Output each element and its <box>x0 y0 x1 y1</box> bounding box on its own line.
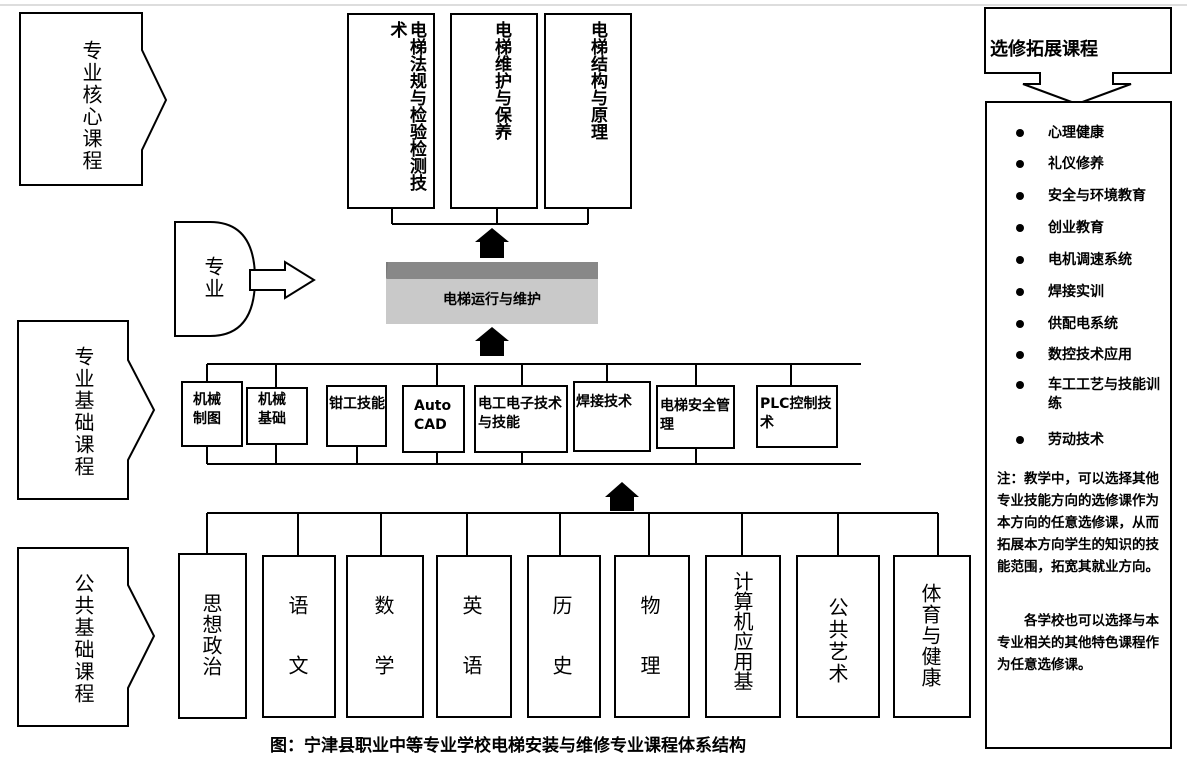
foundation-course-label: 机械基础 <box>258 392 286 427</box>
public-arrow-shape <box>17 547 156 727</box>
public-course-box: 英语 <box>436 555 512 718</box>
bullet-icon <box>1016 129 1024 137</box>
foundation-course-box: 焊接技术 <box>573 381 651 452</box>
bullet-icon <box>1016 436 1024 444</box>
elective-item: 焊接实训 <box>1016 281 1104 301</box>
public-course-label: 公共艺术 <box>825 597 849 685</box>
foundation-course-label: Auto CAD <box>414 398 452 433</box>
foundation-course-box: 钳工技能 <box>326 385 387 447</box>
foundation-course-label: 电工电子技术与技能 <box>478 396 562 431</box>
bullet-icon <box>1016 160 1024 168</box>
elective-item: 车工工艺与技能训练 <box>1016 376 1166 414</box>
arrow-to-foundation <box>605 482 639 511</box>
public-course-label: 历史 <box>549 595 573 715</box>
public-course-box: 思想政治 <box>178 553 247 719</box>
public-course-box: 体育与健康 <box>893 555 971 718</box>
public-course-label: 体育与健康 <box>918 583 942 688</box>
elective-panel <box>985 101 1172 749</box>
foundation-course-box: 电工电子技术与技能 <box>474 385 568 453</box>
central-course-label: 电梯运行与维护 <box>443 292 541 308</box>
foundation-arrow-shape <box>17 320 156 500</box>
bullet-icon <box>1016 224 1024 232</box>
core-course-box: 电梯结构与原理 <box>544 13 632 209</box>
bullet-icon <box>1016 381 1024 389</box>
elective-item: 安全与环境教育 <box>1016 185 1146 205</box>
elective-item: 创业教育 <box>1016 217 1104 237</box>
public-course-box: 历史 <box>527 555 601 718</box>
core-course-label: 电梯维护与保养 <box>491 21 511 140</box>
foundation-course-box: 电梯安全管理 <box>656 385 735 449</box>
foundation-course-box: Auto CAD <box>402 385 465 453</box>
public-course-label: 语文 <box>285 595 309 715</box>
foundation-course-box: 机械制图 <box>181 381 243 447</box>
foundation-course-box: PLC控制技术 <box>756 385 838 448</box>
public-course-label: 思想政治 <box>199 593 223 677</box>
elective-item: 供配电系统 <box>1016 313 1118 333</box>
elective-item: 心理健康 <box>1016 122 1104 142</box>
public-course-label: 英语 <box>459 595 483 715</box>
bullet-icon <box>1016 288 1024 296</box>
public-course-box: 物理 <box>614 555 690 718</box>
major-label: 专业 <box>201 256 225 300</box>
public-label: 公共基础课程 <box>71 573 95 705</box>
elective-note-2: 各学校也可以选择与本专业相关的其他特色课程作为任意选修课。 <box>997 613 1159 673</box>
public-course-label: 数学 <box>371 595 395 715</box>
public-course-label: 计算机应用基 <box>730 571 754 691</box>
public-course-box: 计算机应用基 <box>705 555 781 718</box>
foundation-course-label: 电梯安全管理 <box>660 398 730 433</box>
bullet-icon <box>1016 320 1024 328</box>
bullet-icon <box>1016 192 1024 200</box>
bullet-icon <box>1016 256 1024 264</box>
elective-item: 数控技术应用 <box>1016 344 1132 364</box>
foundation-course-label: 焊接技术 <box>576 394 632 410</box>
core-arrow-shape <box>19 12 168 186</box>
core-course-box: 电梯维护与保养 <box>450 13 538 209</box>
foundation-course-label: 机械制图 <box>193 392 221 427</box>
major-hollow-arrow <box>249 260 316 300</box>
core-course-label: 电梯结构与原理 <box>587 21 607 140</box>
public-course-box: 数学 <box>346 555 424 718</box>
foundation-course-label: 钳工技能 <box>329 396 385 412</box>
arrow-to-central <box>475 327 509 356</box>
elective-note: 注：教学中，可以选择其他专业技能方向的选修课作为本方向的任意选修课，从而拓展本方… <box>997 471 1159 575</box>
elective-item: 礼仪修养 <box>1016 153 1104 173</box>
foundation-course-box: 机械基础 <box>246 387 308 445</box>
foundation-course-label: PLC控制技术 <box>760 396 832 431</box>
public-course-box: 语文 <box>262 555 336 718</box>
elective-item: 电机调速系统 <box>1016 249 1132 269</box>
elective-item: 劳动技术 <box>1016 429 1104 449</box>
core-course-box: 电梯法规与检验检测技术 <box>347 13 435 209</box>
bullet-icon <box>1016 351 1024 359</box>
elective-title: 选修拓展课程 <box>990 39 1098 60</box>
figure-caption: 图：宁津县职业中等专业学校电梯安装与维修专业课程体系结构 <box>270 736 746 756</box>
public-course-box: 公共艺术 <box>796 555 880 718</box>
foundation-label: 专业基础课程 <box>71 346 95 478</box>
public-course-label: 物理 <box>637 595 661 715</box>
core-label: 专业核心课程 <box>79 40 103 172</box>
arrow-to-core <box>475 228 509 258</box>
core-course-label: 电梯法规与检验检测技术 <box>386 21 426 191</box>
elective-header-shape <box>984 7 1172 106</box>
